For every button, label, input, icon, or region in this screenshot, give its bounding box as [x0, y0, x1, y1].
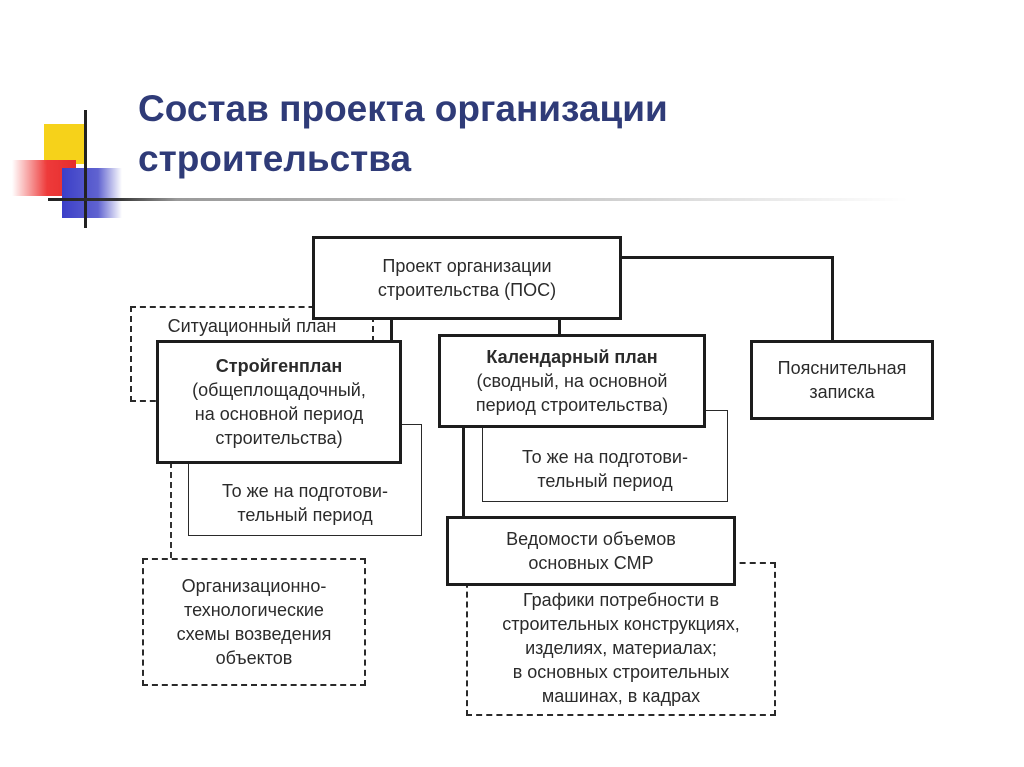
demand-schedules-line-2: строительных конструкциях,	[502, 612, 740, 636]
org-tech-schemes-line-3: схемы возведения	[177, 622, 332, 646]
demand-schedules-line-4: в основных строительных	[513, 660, 730, 684]
pos-line-2: строительства (ПОС)	[378, 278, 556, 302]
stroygenplan-line-3: на основной период	[195, 402, 363, 426]
org-tech-schemes-line-4: объектов	[216, 646, 293, 670]
stroygenplan-line-1: Стройгенплан	[216, 354, 342, 378]
connector-stroygenplan-to-schemes	[170, 462, 172, 558]
demand-schedules-line-1: Графики потребности в	[523, 588, 719, 612]
calendar-plan-prep-line-2: тельный период	[537, 469, 672, 493]
pos-line-1: Проект организации	[382, 254, 551, 278]
pos-box: Проект организации строительства (ПОС)	[312, 236, 622, 320]
calendar-plan-box: Календарный план (сводный, на основной п…	[438, 334, 706, 428]
stroygenplan-prep-line-1: То же на подготови-	[222, 479, 388, 503]
explanatory-note-line-1: Пояснительная	[778, 356, 907, 380]
volumes-statement-line-1: Ведомости объемов	[506, 527, 676, 551]
explanatory-note-line-2: записка	[809, 380, 874, 404]
volumes-statement-line-2: основных СМР	[528, 551, 653, 575]
connector-calendar-to-volumes	[462, 426, 465, 518]
explanatory-note-box: Пояснительная записка	[750, 340, 934, 420]
volumes-statement-box: Ведомости объемов основных СМР	[446, 516, 736, 586]
calendar-plan-line-1: Календарный план	[486, 345, 657, 369]
org-tech-schemes-line-2: технологические	[184, 598, 324, 622]
calendar-plan-line-3: период строительства)	[476, 393, 668, 417]
stroygenplan-prep-line-2: тельный период	[237, 503, 372, 527]
stroygenplan-line-4: строительства)	[215, 426, 342, 450]
connector-pos-to-note-v	[831, 256, 834, 342]
stroygenplan-box: Стройгенплан (общеплощадочный, на основн…	[156, 340, 402, 464]
connector-pos-to-stroygenplan	[390, 318, 393, 340]
org-tech-schemes-line-1: Организационно-	[182, 574, 327, 598]
demand-schedules-line-3: изделиях, материалах;	[525, 636, 717, 660]
calendar-plan-line-2: (сводный, на основной	[477, 369, 668, 393]
connector-pos-to-note-h	[620, 256, 834, 259]
demand-schedules-line-5: машинах, в кадрах	[542, 684, 700, 708]
stroygenplan-line-2: (общеплощадочный,	[192, 378, 366, 402]
org-tech-schemes-box: Организационно- технологические схемы во…	[142, 558, 366, 686]
calendar-plan-prep-line-1: То же на подготови-	[522, 445, 688, 469]
